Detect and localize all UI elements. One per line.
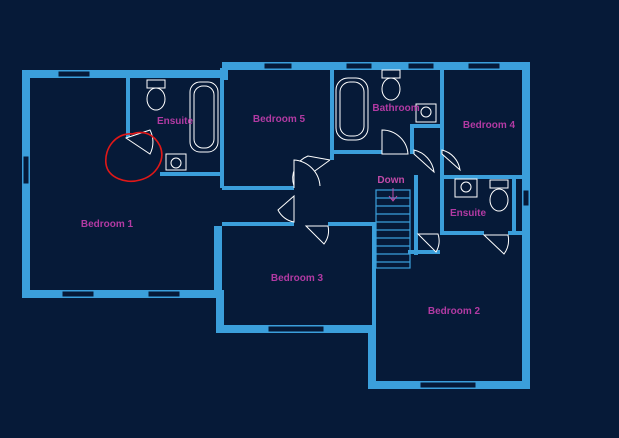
annotation-circle <box>105 131 163 182</box>
bath-icon <box>335 77 369 141</box>
toilet-icon <box>381 69 401 101</box>
room-label-bedroom-3: Bedroom 3 <box>271 273 324 284</box>
room-label-bedroom-2: Bedroom 2 <box>428 306 481 317</box>
sink-icon <box>415 103 437 123</box>
sink-icon <box>165 153 187 171</box>
windows <box>22 62 530 389</box>
fixtures <box>146 69 509 212</box>
door-icon <box>277 194 295 223</box>
sink-icon <box>454 178 478 198</box>
door-icon <box>293 159 321 188</box>
door-icon <box>124 129 154 155</box>
doors <box>124 129 510 255</box>
toilet-icon <box>146 79 166 111</box>
door-icon <box>441 149 461 172</box>
room-label-bedroom-1: Bedroom 1 <box>81 219 134 230</box>
staircase <box>375 188 411 269</box>
room-label-ensuite-1: Ensuite <box>157 116 194 127</box>
door-icon <box>416 233 440 253</box>
room-label-bathroom: Bathroom <box>372 103 419 114</box>
door-icon <box>413 149 435 174</box>
room-label-bedroom-4: Bedroom 4 <box>463 120 516 131</box>
stairs-label: Down <box>377 175 404 186</box>
inner-walls <box>126 68 528 328</box>
door-icon <box>381 129 409 155</box>
room-label-bedroom-5: Bedroom 5 <box>253 114 306 125</box>
door-icon <box>482 234 510 255</box>
door-icon <box>304 225 329 245</box>
down-arrow-icon <box>388 188 398 202</box>
room-label-ensuite-2: Ensuite <box>450 208 487 219</box>
toilet-icon <box>489 179 509 212</box>
bath-icon <box>189 81 219 153</box>
